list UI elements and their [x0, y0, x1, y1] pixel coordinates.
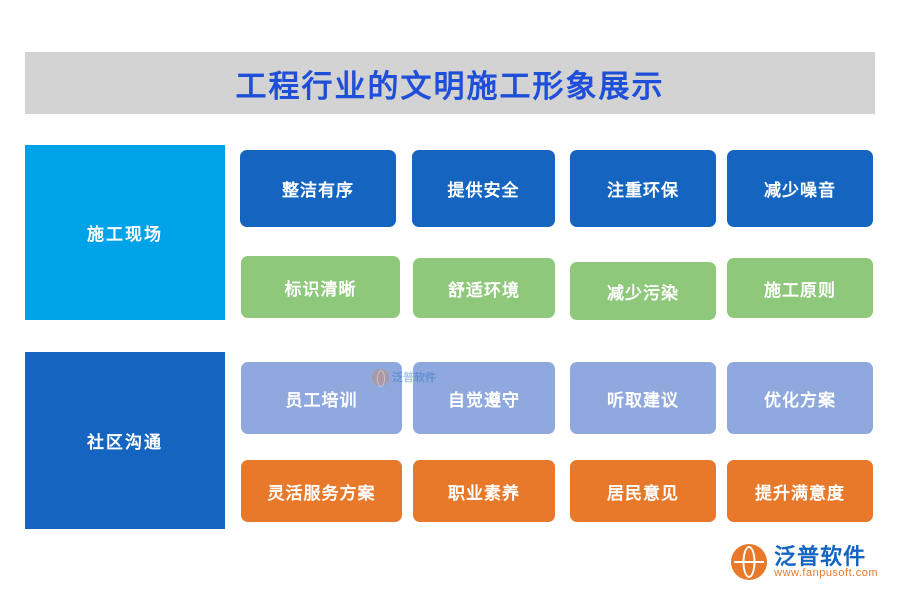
card-label: 听取建议 [607, 390, 679, 410]
card-label: 减少噪音 [764, 181, 836, 200]
row-label-community-communication: 社区沟通 [25, 352, 225, 529]
brand-wordmark: 泛普软件 www.fanpusoft.com [774, 545, 878, 580]
card-label: 职业素养 [448, 483, 520, 503]
card-label: 注重环保 [607, 181, 679, 200]
card-r2l2-c3[interactable]: 居民意见 [570, 460, 716, 522]
row-label-text: 社区沟通 [87, 433, 163, 452]
card-r2l1-c2[interactable]: 自觉遵守 [413, 362, 555, 434]
row-label-text: 施工现场 [87, 225, 163, 244]
globe-icon [731, 544, 768, 580]
card-r1l2-c4[interactable]: 施工原则 [727, 258, 873, 318]
card-r1l2-c3[interactable]: 减少污染 [570, 262, 716, 320]
card-label: 整洁有序 [282, 181, 354, 200]
brand-name: 泛普软件 [774, 543, 867, 569]
card-label: 提升满意度 [755, 483, 845, 503]
card-r2l1-c3[interactable]: 听取建议 [570, 362, 716, 434]
card-r2l2-c1[interactable]: 灵活服务方案 [241, 460, 402, 522]
card-label: 提供安全 [447, 181, 520, 200]
card-label: 员工培训 [285, 390, 358, 410]
card-r1l1-c4[interactable]: 减少噪音 [727, 150, 873, 227]
row-label-construction-site: 施工现场 [25, 145, 225, 320]
card-label: 标识清晰 [284, 279, 357, 299]
card-r1l2-c2[interactable]: 舒适环境 [413, 258, 555, 318]
card-r1l1-c1[interactable]: 整洁有序 [240, 150, 396, 227]
card-label: 灵活服务方案 [267, 483, 376, 503]
card-r1l2-c1[interactable]: 标识清晰 [241, 256, 400, 318]
brand-logo: 泛普软件 www.fanpusoft.com [731, 544, 878, 580]
card-r2l2-c4[interactable]: 提升满意度 [727, 460, 873, 522]
card-r2l2-c2[interactable]: 职业素养 [413, 460, 555, 522]
card-r2l1-c1[interactable]: 员工培训 [241, 362, 402, 434]
card-label: 自觉遵守 [448, 390, 520, 410]
card-r1l1-c2[interactable]: 提供安全 [412, 150, 555, 227]
brand-url: www.fanpusoft.com [774, 566, 878, 579]
card-label: 减少污染 [607, 283, 679, 303]
title-banner: 工程行业的文明施工形象展示 [25, 52, 875, 114]
page-title: 工程行业的文明施工形象展示 [235, 68, 665, 104]
card-r1l1-c3[interactable]: 注重环保 [570, 150, 716, 227]
card-label: 居民意见 [607, 483, 679, 503]
card-label: 优化方案 [764, 390, 836, 410]
card-label: 舒适环境 [448, 280, 520, 300]
card-label: 施工原则 [764, 280, 836, 300]
card-r2l1-c4[interactable]: 优化方案 [727, 362, 873, 434]
